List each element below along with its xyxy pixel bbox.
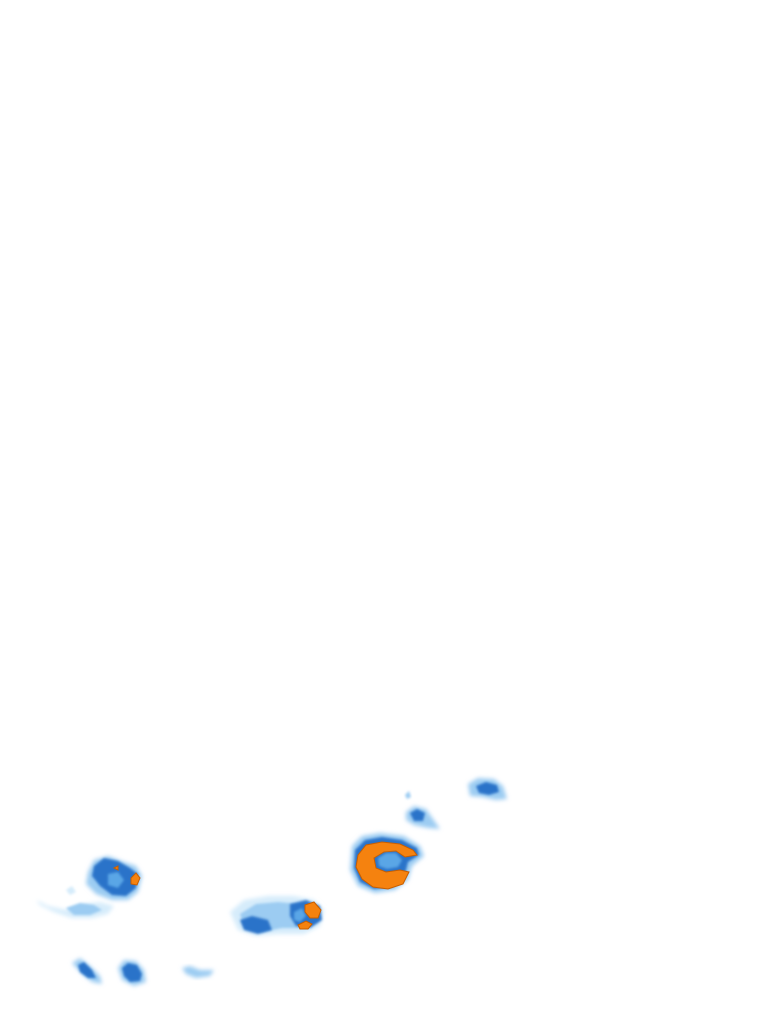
precip-echo-central-south xyxy=(230,896,324,936)
precip-echo-small-north xyxy=(406,806,440,829)
precip-echo-south-streak xyxy=(182,966,214,978)
precip-echo-intense-cell xyxy=(350,833,424,893)
precip-echo-west-streak xyxy=(36,886,114,918)
precip-echo-southwest-b xyxy=(118,960,146,986)
precip-echo-northeast xyxy=(468,778,507,800)
precip-echo-speck xyxy=(405,791,411,799)
precip-echo-west-cluster xyxy=(86,856,142,900)
precip-echo-southwest-a xyxy=(72,958,102,984)
